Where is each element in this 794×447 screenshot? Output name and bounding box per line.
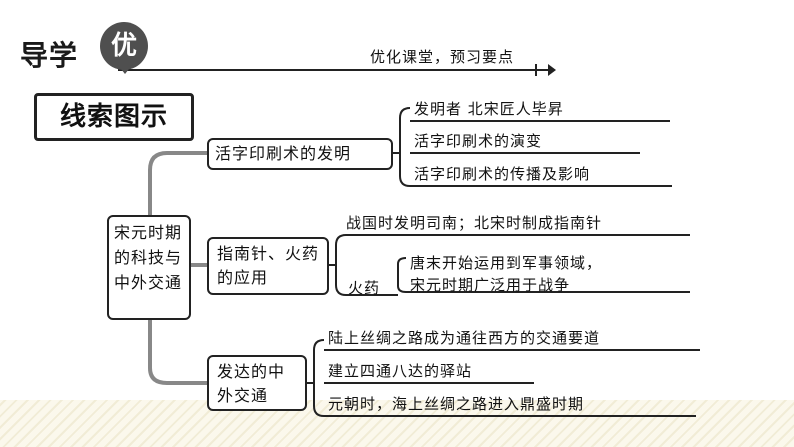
branch-node-compass-gunpowder: 指南针、火药的应用: [207, 237, 329, 295]
leaf-spread: 活字印刷术的传播及影响: [414, 165, 591, 183]
leaf-compass: 战国时发明司南；北宋时制成指南针: [346, 214, 603, 232]
branch-node-transport: 发达的中外交通: [207, 355, 307, 411]
leaf-silk-road: 陆上丝绸之路成为通往西方的交通要道: [328, 329, 601, 347]
decorative-bottom-strip: [0, 400, 794, 447]
leaf-gunpowder-war: 宋元时期广泛用于战争: [410, 276, 571, 294]
root-node: 宋元时期的科技与中外交通: [107, 215, 191, 320]
leaf-gunpowder-military: 唐末开始运用到军事领域，: [410, 254, 603, 272]
leaf-gunpowder-label: 火药: [348, 279, 381, 297]
branch-node-printing: 活字印刷术的发明: [207, 138, 393, 170]
section-subtitle: 优化课堂，预习要点: [370, 48, 515, 66]
badge-icon: 优: [100, 22, 148, 70]
leaf-evolution: 活字印刷术的演变: [414, 132, 543, 150]
leaf-maritime-silk-road: 元朝时，海上丝绸之路进入鼎盛时期: [328, 395, 585, 413]
diagram-title: 线索图示: [34, 93, 194, 141]
badge-pointer-icon: [117, 64, 133, 74]
leaf-post-stations: 建立四通八达的驿站: [328, 362, 473, 380]
leaf-inventor: 发明者 北宋匠人毕昇: [414, 100, 564, 118]
section-title: 导学: [20, 39, 79, 72]
